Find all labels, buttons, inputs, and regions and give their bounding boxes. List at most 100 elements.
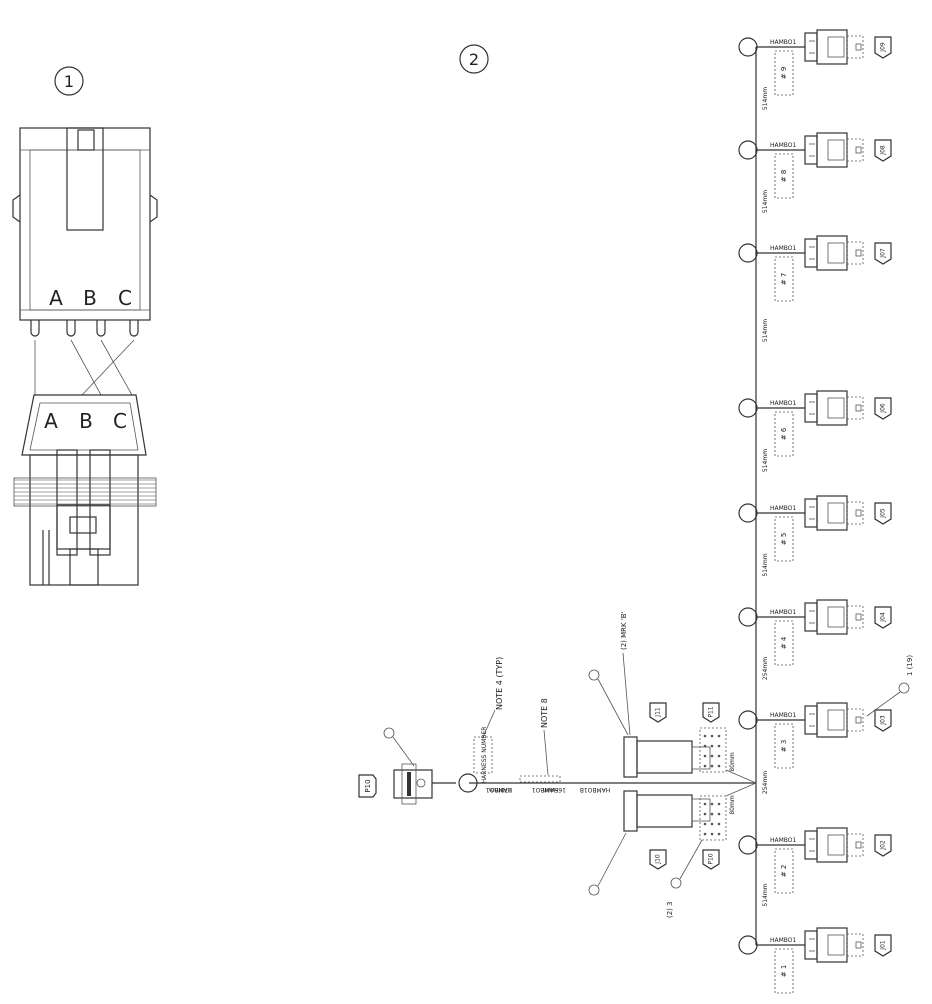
header-connector: A B C (12, 127, 158, 337)
svg-text:P10: P10 (708, 853, 715, 864)
branch-node (738, 835, 758, 855)
branch-tag: J09 (880, 42, 887, 53)
branch-part-label: HAMBO1 (770, 609, 797, 616)
main-label-3: HAMBO1 (532, 786, 559, 793)
left-plug: P10 (358, 727, 478, 805)
branch-part-label: HAMBO1 (770, 142, 797, 149)
branch-tag-icon (874, 502, 892, 525)
plug-pin-c: C (113, 409, 127, 433)
tag-13-label: 1 (19) (906, 655, 914, 676)
leader-bottom: (2) 3 (588, 832, 703, 918)
branch-tag-icon (874, 834, 892, 857)
branch-number: # 4 (780, 636, 788, 649)
segment-length: 514mm (762, 319, 769, 342)
branch-tag: J05 (880, 508, 887, 519)
segment-length: 254mm (762, 771, 769, 794)
branch-7: HAMBO1 # 3 J03 254mm (738, 702, 892, 794)
branch-5: HAMBO1 # 5 J05 514mm (738, 495, 892, 577)
note-4-label: NOTE 4 (TYP) (495, 657, 504, 710)
callout-2-label: 2 (469, 50, 479, 69)
harness-number-label: HARNESS NUMBER (481, 727, 488, 784)
lengths-b: 80mm (729, 795, 736, 814)
branch-tag: J03 (880, 715, 887, 726)
branch-node (738, 935, 758, 955)
tag-13-callout: 1 (19) (866, 655, 914, 717)
tag-j11: J11 (649, 702, 667, 723)
branch-tag-icon (874, 934, 892, 957)
segment-length: 514mm (762, 553, 769, 576)
branch-number: # 2 (780, 865, 788, 878)
branch-tag-icon (874, 242, 892, 265)
branch-tag-icon (874, 139, 892, 162)
segment-length: 514mm (762, 190, 769, 213)
branch-node (738, 243, 758, 263)
branch-number: # 5 (780, 533, 788, 546)
leader-top: (2) MRK 'B' (588, 611, 631, 736)
branch-part-label: HAMBO1 (770, 39, 797, 46)
branch-node (738, 140, 758, 160)
junction-connector-lower (623, 790, 727, 841)
branch-6: HAMBO1 # 4 J04 254mm (738, 599, 892, 680)
callout-1-label: 1 (64, 72, 74, 91)
main-label-2: 178mm (489, 786, 512, 793)
plug-pin-b: B (79, 409, 93, 433)
header-pin-a: A (49, 286, 63, 310)
callout-12-label: (2) 3 (666, 901, 674, 918)
branch-8: HAMBO1 # 2 J02 514mm (738, 827, 892, 907)
branch-tag-icon (874, 397, 892, 420)
branch-tag: J08 (880, 145, 887, 156)
junction-connector-upper (623, 727, 727, 778)
branch-node (738, 37, 758, 57)
branch-tag: J04 (880, 612, 887, 623)
segment-length: 254mm (762, 657, 769, 680)
left-plug-tag: P10 (364, 779, 372, 792)
segment-length: 514mm (762, 449, 769, 472)
note-8-label: NOTE 8 (540, 698, 549, 728)
svg-text:J11: J11 (655, 707, 662, 718)
branch-node (738, 503, 758, 523)
branch-1: HAMBO1 # 9 J09 514mm (738, 29, 892, 110)
branch-tag-icon (874, 709, 892, 732)
segment-length: 514mm (762, 87, 769, 110)
branch-number: # 7 (780, 273, 788, 286)
main-label-4: 165mm (543, 786, 566, 793)
tag-p11: P11 (702, 702, 720, 723)
plug-connector: A B C (13, 394, 157, 586)
branch-tag: J02 (880, 840, 887, 851)
branch-number: # 6 (780, 427, 788, 440)
branch-node (738, 710, 758, 730)
main-label-5: HAMBO1B (580, 786, 610, 793)
branch-number: # 9 (780, 67, 788, 80)
callout-2: 2 (459, 44, 489, 74)
plug-pin-a: A (44, 409, 58, 433)
lengths-a: 80mm (729, 752, 736, 771)
branch-part-label: HAMBO1 (770, 712, 797, 719)
branch-number: # 8 (780, 170, 788, 183)
harness-number-block: HARNESS NUMBER NOTE 4 (TYP) (473, 657, 504, 784)
branch-node (738, 607, 758, 627)
branch-tag: J01 (880, 940, 887, 951)
branch-part-label: HAMBO1 (770, 837, 797, 844)
tag-j10: J10 (649, 849, 667, 870)
header-pin-b: B (83, 286, 97, 310)
main-label-1: HAMBO1 (486, 786, 513, 793)
segment-length: 514mm (762, 883, 769, 906)
branch-2: HAMBO1 # 8 J08 514mm (738, 132, 892, 213)
branch-tag-icon (874, 606, 892, 629)
tag-p10b: P10 (702, 849, 720, 870)
connector-detail: A B C A B C (12, 127, 158, 586)
branch-part-label: HAMBO1 (770, 505, 797, 512)
branch-part-label: HAMBO1 (770, 937, 797, 944)
branch-part-label: HAMBO1 (770, 400, 797, 407)
branch-number: # 3 (780, 740, 788, 753)
branch-tag-icon (874, 36, 892, 59)
branch-part-label: HAMBO1 (770, 245, 797, 252)
svg-text:J10: J10 (655, 854, 662, 865)
branch-node (738, 398, 758, 418)
callout-1: 1 (54, 66, 84, 96)
